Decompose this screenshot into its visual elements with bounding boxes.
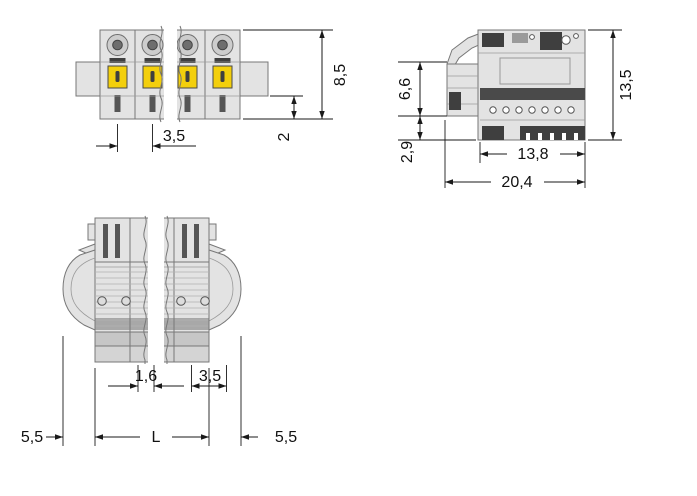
dimension-arrow xyxy=(610,30,616,38)
wing-inner-line xyxy=(208,257,234,322)
housing-detail xyxy=(512,33,528,43)
dimension-arrow xyxy=(417,108,423,116)
front-dimensions: 8,5 2 3,5 xyxy=(96,29,349,152)
dim-lower-height: 2,9 xyxy=(398,116,476,163)
dim-front-height: 8,5 xyxy=(243,29,349,120)
housing-depth-value: 13,8 xyxy=(517,146,548,163)
break-gap xyxy=(164,25,177,124)
dimension-arrow xyxy=(417,62,423,70)
housing-detail xyxy=(482,126,504,140)
locating-pin xyxy=(176,296,186,306)
contact-detail xyxy=(449,92,461,110)
dimension-arrow xyxy=(319,111,325,119)
dimension-arrow xyxy=(291,96,297,104)
latch-ear xyxy=(208,223,217,241)
dimension-arrow xyxy=(201,434,209,440)
dim-slot-offset: 1,6 xyxy=(108,365,184,392)
dimension-arrow xyxy=(109,143,118,149)
front-pitch-value: 3,5 xyxy=(163,128,185,145)
locating-pin xyxy=(200,296,210,306)
dimension-arrow xyxy=(291,111,297,119)
locating-pin xyxy=(97,296,107,306)
break-line xyxy=(165,215,169,364)
total-height-value: 13,5 xyxy=(618,69,635,100)
side-view xyxy=(446,29,586,141)
right-margin-value: 5,5 xyxy=(275,429,297,446)
dim-right-margin: 5,5 xyxy=(240,336,297,446)
serrated-foot xyxy=(520,126,585,140)
dimension-arrow xyxy=(577,179,585,185)
length-value: L xyxy=(152,429,161,446)
front-view xyxy=(75,25,269,124)
dim-upper-height: 6,6 xyxy=(397,61,447,140)
marking-hole xyxy=(529,34,535,40)
cavity-outline xyxy=(499,57,571,85)
upper-height-value: 6,6 xyxy=(397,78,414,100)
dimension-arrow xyxy=(154,383,162,389)
housing-body xyxy=(477,29,586,141)
marking-hole xyxy=(573,33,579,39)
housing-band xyxy=(480,88,585,100)
dim-total-height: 13,5 xyxy=(588,29,635,141)
marking-hole xyxy=(561,35,571,45)
rail-offset-value: 2 xyxy=(276,132,293,141)
dimension-arrow xyxy=(610,132,616,140)
total-depth-value: 20,4 xyxy=(501,174,532,191)
dim-left-margin: 5,5 xyxy=(21,336,64,446)
connector-pole xyxy=(204,29,241,120)
dim-rail-offset: 2 xyxy=(270,95,303,141)
housing-nose xyxy=(446,63,479,117)
dimension-arrow xyxy=(95,434,103,440)
dim-length: L xyxy=(94,368,210,446)
dimension-arrow xyxy=(319,30,325,38)
left-margin-value: 5,5 xyxy=(21,429,43,446)
dimension-arrow xyxy=(55,434,63,440)
dim-housing-depth: 13,8 xyxy=(479,142,586,188)
dim-total-depth: 20,4 xyxy=(444,120,585,191)
strain-relief-wing xyxy=(62,249,96,331)
front-height-value: 8,5 xyxy=(332,64,349,86)
bottom-view xyxy=(62,214,242,366)
housing-detail xyxy=(540,32,562,50)
strain-relief-wing xyxy=(208,249,242,331)
side-dimensions: 13,5 6,6 2,9 13,8 xyxy=(397,29,635,191)
dimension-arrow xyxy=(445,179,453,185)
dimension-arrow xyxy=(218,383,227,389)
lower-height-value: 2,9 xyxy=(399,141,416,163)
break-line xyxy=(178,25,182,123)
bottom-dimensions: 1,6 3,5 5,5 L 5,5 xyxy=(21,336,297,446)
break-line xyxy=(143,215,147,364)
break-gap xyxy=(148,214,164,366)
dimension-arrow xyxy=(241,434,249,440)
dim-bottom-pitch: 3,5 xyxy=(191,365,227,392)
connector-pole xyxy=(99,29,136,120)
latch-ear xyxy=(87,223,96,241)
dimension-arrow xyxy=(417,116,423,124)
bottom-pitch-value: 3,5 xyxy=(199,368,221,385)
locating-pin xyxy=(121,296,131,306)
dimension-arrow xyxy=(480,151,488,157)
break-line xyxy=(159,25,163,123)
dimension-arrow xyxy=(191,383,200,389)
dimension-arrow xyxy=(152,143,161,149)
dimension-arrow xyxy=(417,132,423,140)
wing-inner-line xyxy=(70,257,96,322)
dimension-arrow xyxy=(130,383,138,389)
vent-hole-row xyxy=(489,106,575,114)
housing-detail xyxy=(482,33,504,47)
dim-front-pitch: 3,5 xyxy=(96,124,196,152)
dimension-arrow xyxy=(577,151,585,157)
slot-offset-value: 1,6 xyxy=(135,368,157,385)
